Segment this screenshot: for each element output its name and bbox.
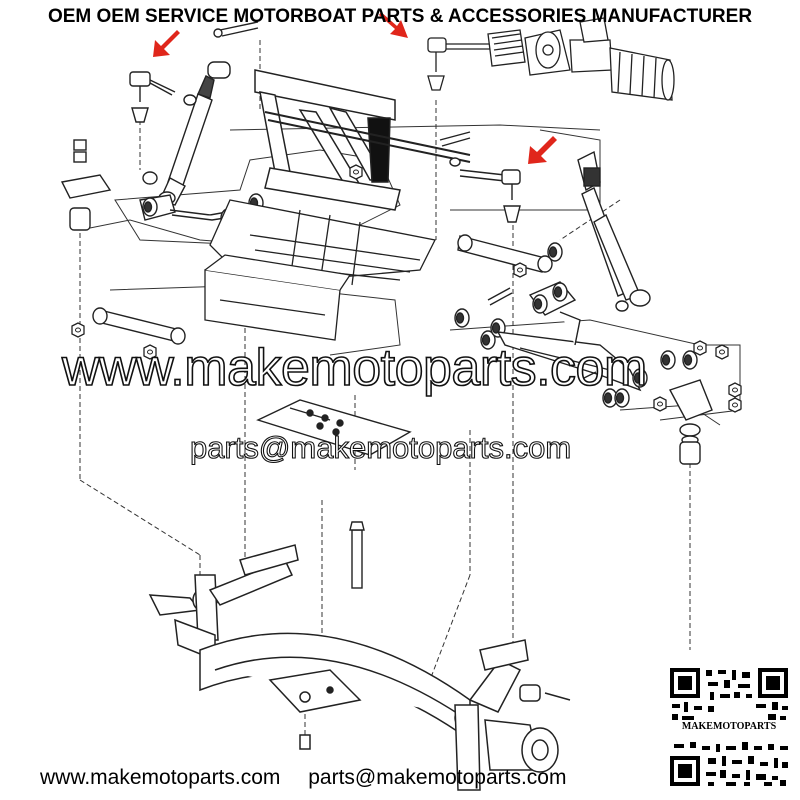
- center-mount-plate: [256, 399, 412, 589]
- center-frame: [254, 69, 471, 211]
- steering-rack: [427, 17, 675, 101]
- left-lower-arm: [71, 307, 186, 360]
- right-tie-rod-end: [439, 131, 521, 223]
- footer-email[interactable]: parts@makemotoparts.com: [308, 766, 567, 789]
- right-bracket: [653, 379, 742, 465]
- watermark-site: www.makemotoparts.com: [61, 338, 648, 398]
- arrow-pointer-icon: [153, 30, 180, 57]
- footer-contact: www.makemotoparts.com parts@makemotopart…: [40, 766, 566, 790]
- arrow-pointer-icon: [379, 12, 408, 38]
- footer-site[interactable]: www.makemotoparts.com: [40, 766, 281, 789]
- left-tie-rod-end: [129, 21, 259, 123]
- mounting-tray: [204, 199, 436, 341]
- qr-label: MAKEMOTOPARTS: [676, 720, 782, 734]
- leader-lines: [79, 40, 691, 745]
- right-upper-arm: [457, 234, 577, 316]
- watermark-email: parts@makemotoparts.com: [189, 429, 572, 465]
- right-lower-arm: [454, 308, 729, 408]
- arrow-pointer-icon: [528, 136, 557, 164]
- page-title: OEM OEM SERVICE MOTORBOAT PARTS & ACCESS…: [47, 6, 753, 27]
- front-axle: [148, 544, 571, 791]
- right-shock-absorber: [577, 150, 651, 312]
- left-stabilizer-link: [60, 139, 264, 231]
